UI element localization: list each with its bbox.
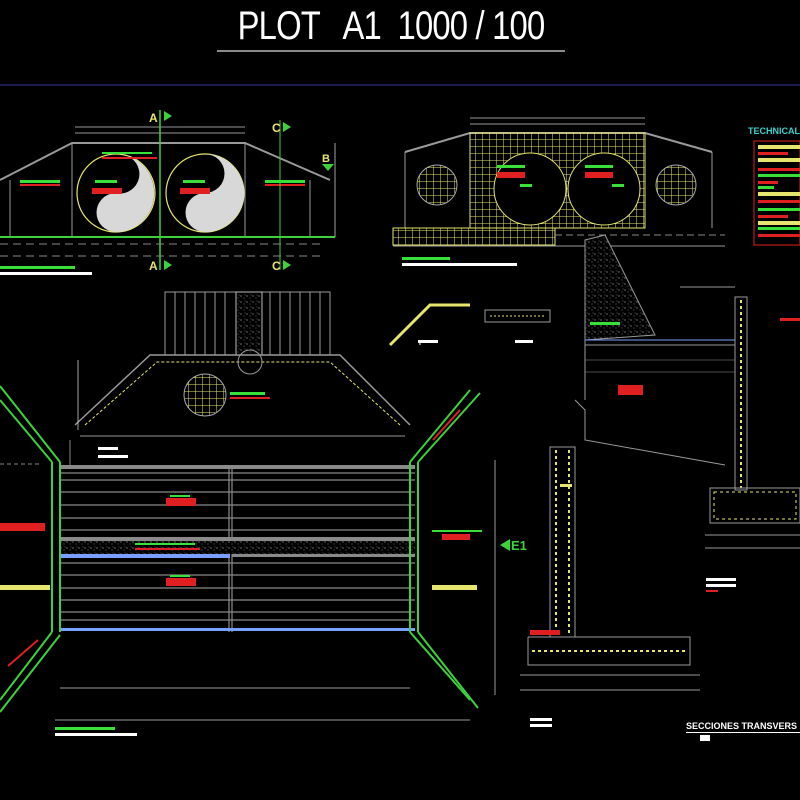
reinforcement-elevation <box>392 117 725 266</box>
section-a-a <box>574 234 800 592</box>
svg-text:A: A <box>149 259 158 273</box>
drawing-title: PLOT A1 1000 / 100 <box>237 4 546 48</box>
section-marker-a-bottom[interactable]: A <box>149 259 172 273</box>
elevation-upstream <box>0 126 336 275</box>
plan-view <box>0 385 496 736</box>
headwall-section <box>74 291 411 458</box>
svg-text:B: B <box>322 153 330 165</box>
section-marker-c-bottom[interactable]: C <box>272 259 291 273</box>
section-marker-a-top[interactable]: A <box>149 111 172 125</box>
section-c-c <box>520 446 700 727</box>
detail-2 <box>484 309 551 343</box>
detail-1 <box>388 303 470 347</box>
section-marker-e1[interactable]: E1 <box>500 538 527 553</box>
technical-specifications-table: TECHNICAL <box>748 126 800 246</box>
svg-text:TECHNICAL: TECHNICAL <box>748 126 800 136</box>
svg-text:C: C <box>272 121 281 135</box>
sheet-caption: SECCIONES TRANSVERS <box>684 718 800 741</box>
section-marker-b[interactable]: B <box>322 153 334 171</box>
svg-text:C: C <box>272 259 281 273</box>
culvert-pipe-right <box>165 153 245 233</box>
svg-text:E1: E1 <box>511 538 527 553</box>
svg-text:SECCIONES TRANSVERS: SECCIONES TRANSVERS <box>686 721 797 731</box>
svg-text:A: A <box>149 111 158 125</box>
section-marker-c-top[interactable]: C <box>272 121 291 135</box>
